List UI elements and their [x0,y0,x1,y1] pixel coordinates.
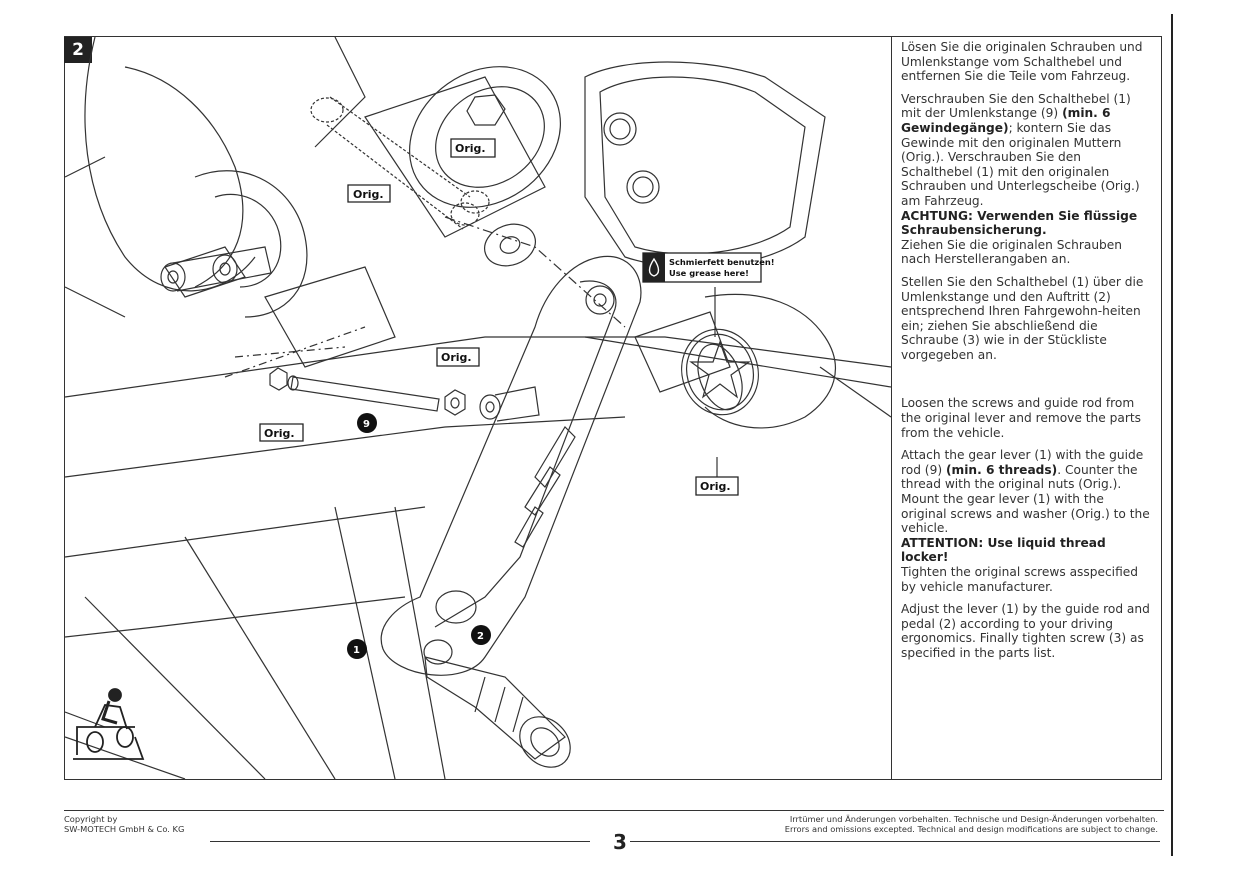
en-paragraph-4: Adjust the lever (1) by the guide rod an… [901,602,1150,660]
grease-drop-icon [648,257,660,277]
orig-label: Orig. [455,142,486,155]
svg-text:2: 2 [477,631,484,642]
orig-callout-4: Orig. [259,423,304,442]
de-p2-text: Verschrauben Sie den Schalthebel (1) mit… [901,91,1131,121]
copyright-line-1: Copyright by [64,814,118,824]
orig-label: Orig. [264,427,295,440]
disclaimer-de: Irrtümer und Änderungen vorbehalten. Tec… [789,814,1158,824]
en-paragraph-3: Tighten the original screws asspecified … [901,565,1138,594]
de-p2-text-end: ; kontern Sie das Gewinde mit den origin… [901,120,1140,208]
orig-callout-1: Orig. [347,184,391,203]
instructions-de: Lösen Sie die originalen Schrauben und U… [901,40,1151,362]
orig-label: Orig. [441,351,472,364]
en-p2-bold: (min. 6 threads) [945,462,1058,477]
copyright-line-2: SW-MOTECH GmbH & Co. KG [64,824,185,834]
en-p2-text-end: . Counter the thread with the original n… [901,462,1150,536]
de-p2-bold: (min. 6 Gewindegänge) [901,106,1111,135]
en-paragraph-1: Loosen the screws and guide rod from the… [901,396,1141,440]
column-divider [891,37,892,779]
footer-rule [64,810,1164,811]
step-badge: 2 [64,37,92,63]
page-number-rule-left [210,841,590,842]
instructions-en: Loosen the screws and guide rod from the… [901,396,1151,660]
grease-label-en: Use grease here! [669,268,749,278]
instructions-text: Lösen Sie die originalen Schrauben und U… [901,40,1151,669]
copyright: Copyright by SW-MOTECH GmbH & Co. KG [64,814,184,834]
motorcycle-side-icon [73,688,145,760]
en-p2-text: Attach the gear lever (1) with the guide… [901,448,1144,477]
de-attention: ACHTUNG: Verwenden Sie flüssige Schraube… [901,208,1138,238]
part-marker-2: 2 [471,625,491,645]
exploded-view-drawing: Orig. Orig. Orig. Orig. Orig. Schmierfet… [65,37,891,779]
de-paragraph-2: Verschrauben Sie den Schalthebel (1) mit… [901,92,1151,209]
de-paragraph-4: Stellen Sie den Schalthebel (1) über die… [901,274,1144,362]
orig-callout-2: Orig. [450,138,496,158]
disclaimer: Irrtümer und Änderungen vorbehalten. Tec… [785,814,1158,834]
part-marker-1: 1 [347,639,367,659]
orig-label: Orig. [353,188,384,201]
page-number-rule-right [630,841,1160,842]
en-paragraph-2: Attach the gear lever (1) with the guide… [901,448,1151,536]
instruction-frame [64,36,1162,780]
disclaimer-en: Errors and omissions excepted. Technical… [784,824,1158,834]
part-marker-9: 9 [357,413,377,433]
right-edge-rule [1171,14,1173,856]
svg-text:9: 9 [363,419,370,430]
orig-callout-3: Orig. [436,347,480,367]
orig-callout-5: Orig. [695,476,739,496]
de-paragraph-1: Lösen Sie die originalen Schrauben und U… [901,40,1143,84]
grease-callout: Schmierfett benutzen! Use grease here! [642,252,775,283]
orig-label: Orig. [700,480,731,493]
grease-label-de: Schmierfett benutzen! [669,257,775,267]
en-attention: ATTENTION: Use liquid thread locker! [901,535,1106,565]
de-paragraph-3: Ziehen Sie die originalen Schrauben nach… [901,237,1123,267]
svg-text:1: 1 [353,645,360,656]
page-number: 3 [613,830,627,854]
assembly-illustration: Orig. Orig. Orig. Orig. Orig. Schmierfet… [65,37,891,779]
